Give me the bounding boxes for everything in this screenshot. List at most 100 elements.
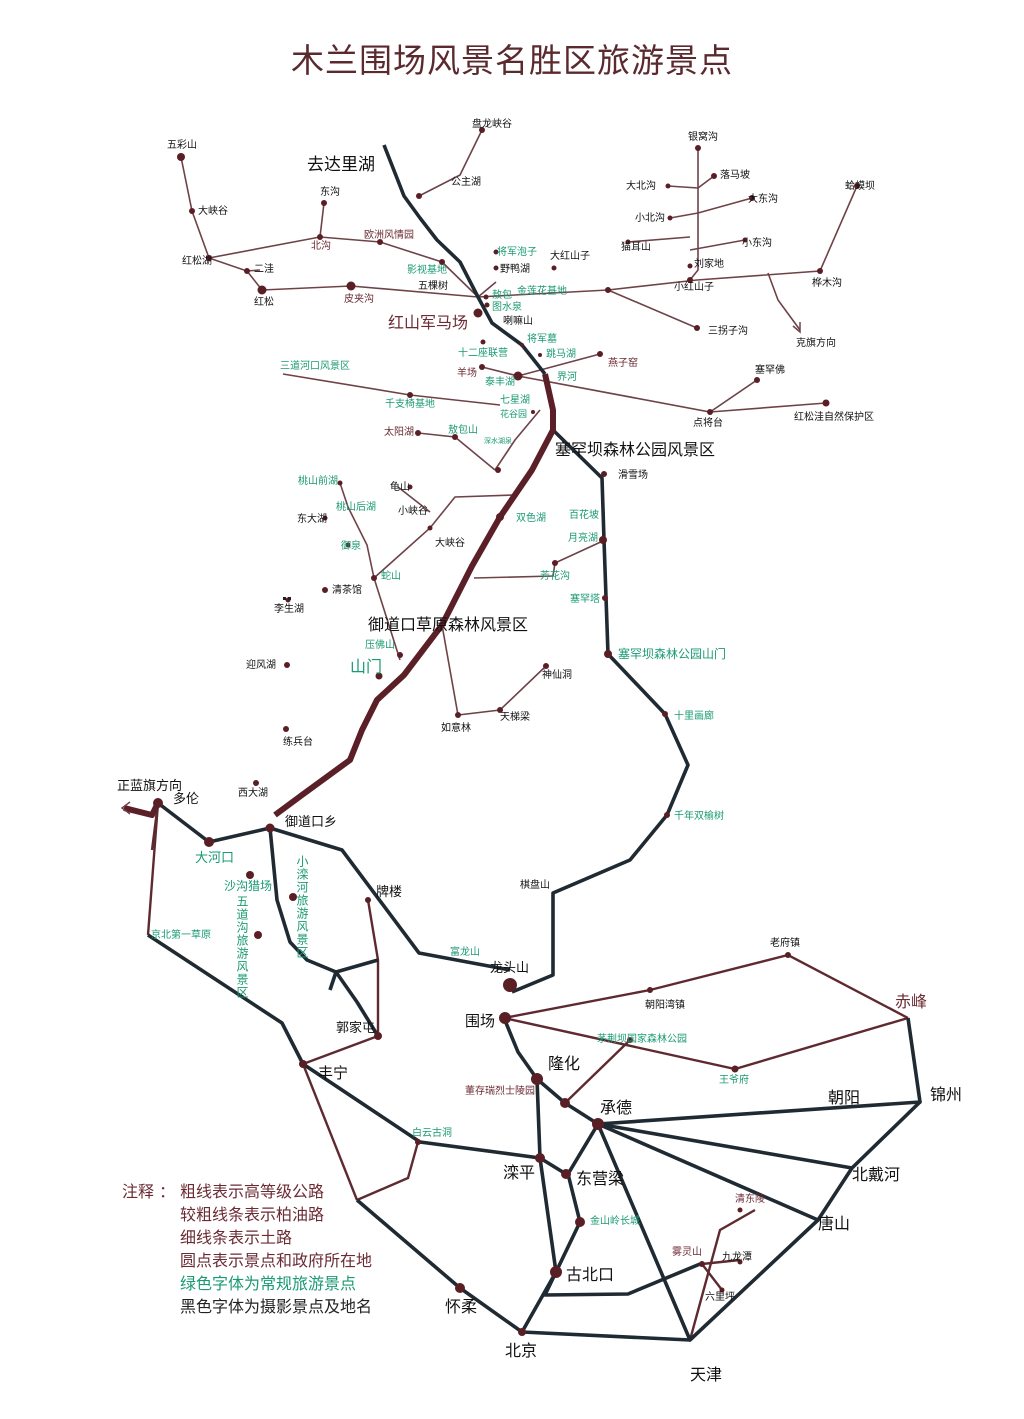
label-jiangjunpao: 将军泡子: [497, 245, 537, 258]
label-saihanba-gate: 塞罕坝森林公园山门: [618, 646, 726, 661]
label-huaxuechang: 滑雪场: [618, 468, 648, 481]
label-tushuiquan: 图水泉: [492, 300, 522, 313]
legend-row: 较粗线条表示柏油路: [122, 1203, 372, 1226]
label-shagou: 沙沟猎场: [224, 879, 272, 893]
label-pijiagou: 皮夹沟: [344, 292, 374, 305]
label-longhua: 隆化: [548, 1055, 580, 1073]
label-huamugou: 桦木沟: [812, 276, 842, 289]
label-wucaishan: 五彩山: [167, 139, 197, 151]
legend-row: 圆点表示景点和政府所在地: [122, 1249, 372, 1272]
label-hongsong: 红松: [254, 295, 274, 308]
label-daxiagu1: 大峡谷: [198, 204, 228, 217]
label-fenglongshan: 富龙山: [450, 945, 480, 958]
legend-item: 粗线表示高等级公路: [180, 1182, 325, 1201]
label-wukeshu: 五棵树: [418, 279, 448, 292]
legend: 注释 ： 粗线表示高等级公路 较粗线条表示柏油路 细线条表示土路 圆点表示景点和…: [122, 1180, 372, 1318]
label-xiaoxiagu: 小峡谷: [398, 504, 428, 517]
label-saihanba: 塞罕坝森林公园风景区: [555, 441, 715, 459]
label-hamaba: 蛤蟆坝: [845, 179, 875, 192]
dirt-roads: [180, 129, 858, 716]
label-jinzhou: 锦州: [930, 1086, 962, 1104]
label-liujiadi: 刘家地: [694, 257, 724, 270]
label-saihanfo: 塞罕佛: [755, 363, 785, 376]
label-guojiatun: 郭家屯: [336, 1020, 375, 1035]
label-beidaihe: 北戴河: [852, 1166, 900, 1184]
label-qipanshan: 棋盘山: [520, 878, 550, 891]
label-huairou: 怀柔: [445, 1298, 477, 1316]
label-panlong: 盘龙峡谷: [472, 117, 512, 130]
legend-heading: 注释 ：: [122, 1182, 176, 1201]
label-beigou: 北沟: [311, 239, 331, 252]
label-pailou: 牌楼: [376, 884, 402, 899]
direction-arrows: [120, 322, 801, 815]
map-title: 木兰围场风景名胜区旅游景点: [291, 41, 733, 80]
label-jinlianhua: 金莲花基地: [517, 284, 567, 297]
place-labels: 去达里湖 红山军马场 塞罕坝森林公园风景区 御道口草原森林风景区 山门 正蓝旗方…: [117, 117, 962, 1384]
label-laofuzhen: 老府镇: [770, 936, 800, 949]
label-shenxiandong: 神仙洞: [542, 668, 572, 681]
legend-item: 较粗线条表示柏油路: [180, 1205, 325, 1224]
label-hongshan: 红山军马场: [388, 314, 468, 332]
legend-row: 黑色字体为摄影景点及地名: [122, 1295, 372, 1318]
label-chifeng: 赤峰: [895, 993, 927, 1011]
label-erwa: 二洼: [254, 262, 274, 275]
label-luanping: 滦平: [503, 1164, 535, 1182]
label-dahongshanzi: 大红山子: [550, 249, 590, 262]
label-xiaobeigou: 小北沟: [635, 211, 665, 224]
label-chengde: 承德: [600, 1099, 632, 1117]
label-ouzhou: 欧洲风情园: [364, 228, 414, 241]
label-yeyahu: 野鸭湖: [500, 262, 530, 275]
label-gubeikou: 古北口: [566, 1266, 614, 1284]
label-kechi: 克旗方向: [796, 336, 836, 349]
label-wudao: 五道沟旅游风景区: [235, 895, 249, 999]
legend-row: 细线条表示土路: [122, 1226, 372, 1249]
label-qixing: 七星湖: [500, 394, 530, 406]
label-baihuapo: 百花坡: [569, 508, 599, 521]
label-yangchang: 羊场: [457, 366, 477, 379]
label-zhenglan: 正蓝旗方向: [117, 778, 182, 793]
label-gongzhuhu: 公主湖: [451, 176, 481, 188]
label-hongsongwa: 红松洼自然保护区: [794, 410, 874, 423]
label-yudaokouxiang: 御道口乡: [285, 814, 337, 829]
legend-row: 绿色字体为常规旅游景点: [122, 1272, 372, 1295]
legend-item: 绿色字体为常规旅游景点: [180, 1274, 357, 1293]
label-jiehe: 界河: [557, 371, 577, 383]
label-dadonggou: 大东沟: [748, 192, 778, 205]
label-tangshan: 唐山: [818, 1215, 850, 1233]
label-yinwogou: 银窝沟: [688, 130, 718, 143]
highways: [147, 144, 922, 1342]
label-yanzi: 燕子窑: [608, 356, 638, 369]
label-lianbingtai: 练兵台: [283, 735, 313, 748]
label-jinshanling: 金山岭长城: [590, 1214, 640, 1227]
label-daxiagu2: 大峡谷: [435, 536, 465, 549]
label-weichang: 围场: [465, 1013, 495, 1030]
legend-row: 注释 ： 粗线表示高等级公路: [122, 1180, 372, 1203]
label-aobao2: 敖包: [492, 288, 512, 301]
label-dongyingliang: 东营梁: [576, 1170, 624, 1188]
label-xiaodonggou: 小东沟: [742, 236, 772, 249]
place-dots: [153, 127, 860, 1336]
label-yingfenghu: 迎风湖: [246, 659, 276, 671]
label-tianjin: 天津: [690, 1366, 722, 1384]
label-donggou: 东沟: [320, 185, 340, 198]
label-dongcun: 董存瑞烈士陵园: [465, 1084, 535, 1097]
label-huagu: 花谷园: [500, 408, 527, 419]
legend-item: 圆点表示景点和政府所在地: [180, 1251, 373, 1270]
label-taoshanqian: 桃山前湖: [298, 474, 338, 487]
label-duolun: 多伦: [173, 791, 199, 806]
label-luomapo: 落马坡: [720, 168, 750, 181]
label-yafoshan: 压佛山: [365, 638, 395, 651]
label-baiyun: 白云古洞: [412, 1126, 452, 1139]
label-sheshan: 蛇山: [381, 569, 401, 582]
label-fanghua: 芳花沟: [540, 569, 570, 582]
legend-item: 细线条表示土路: [180, 1228, 293, 1247]
label-lishenghu: 李生湖: [274, 602, 304, 615]
label-qianlianyu: 千年双榆树: [674, 809, 724, 822]
label-yudaokou-area: 御道口草原森林风景区: [368, 616, 528, 634]
label-qianzhi: 千支椅基地: [385, 397, 435, 410]
label-tiaomahu: 跳马湖: [546, 347, 576, 360]
label-guishan: 龟山: [390, 481, 410, 493]
label-saihanta: 塞罕塔: [570, 592, 600, 605]
label-jiangjunmu: 将军墓: [527, 332, 557, 345]
